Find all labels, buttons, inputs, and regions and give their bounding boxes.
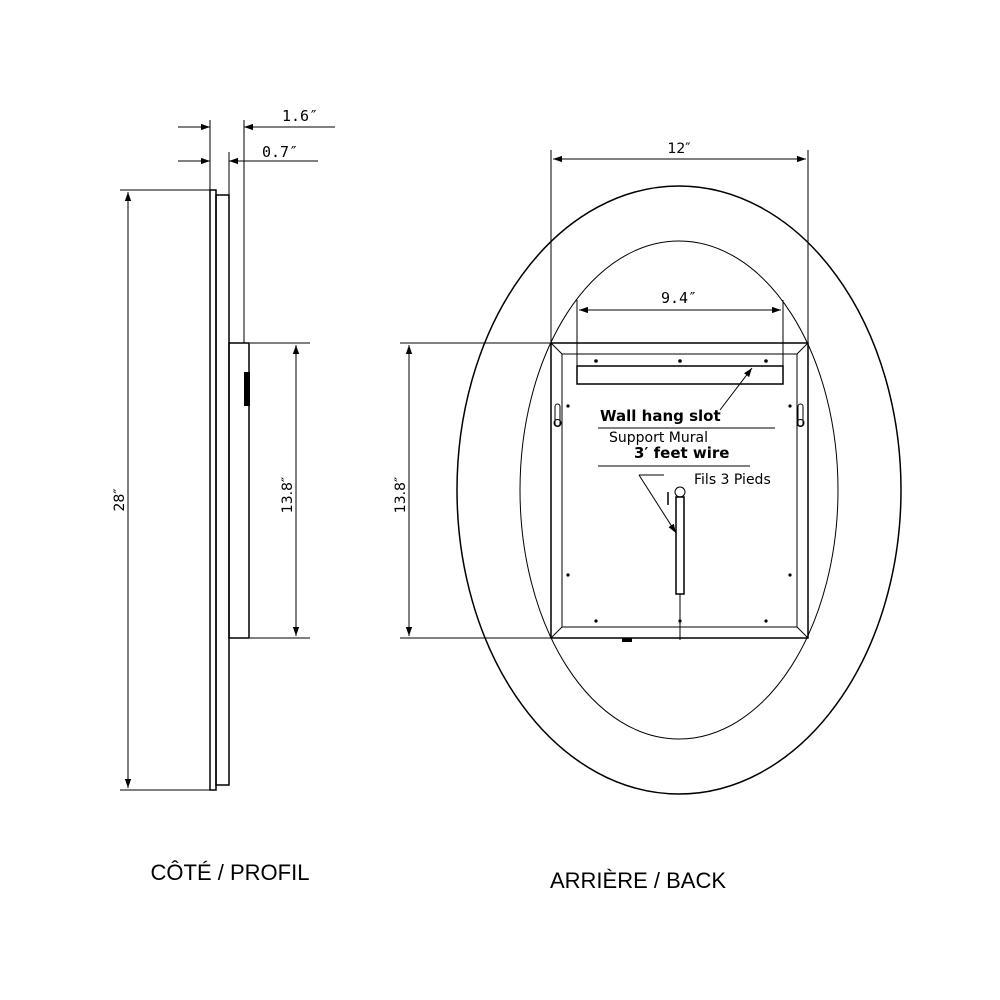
frame-miter: [796, 342, 809, 355]
screw-icon: [566, 573, 570, 577]
frame-foot: [622, 638, 632, 642]
wire-callout-arrow: [638, 474, 677, 534]
slot-callout-arrow: [719, 367, 753, 411]
wire-label-fr: Fils 3 Pieds: [694, 472, 771, 488]
screw-icon: [788, 573, 792, 577]
screw-icon: [764, 359, 768, 363]
hanging-bar: [576, 365, 784, 385]
screw-icon: [594, 359, 598, 363]
dim-height-label: 28″: [112, 488, 128, 511]
side-glass-profile: [209, 189, 217, 791]
screw-icon: [788, 404, 792, 408]
screw-icon: [678, 359, 682, 363]
rear-frame-inner: [561, 353, 798, 628]
dim-back-frame-height-label: 13.8″: [393, 477, 409, 513]
screw-icon: [764, 619, 768, 623]
side-backing-profile: [215, 194, 230, 786]
keyhole-slot-icon: [796, 403, 805, 427]
dim-frame-width-label: 9.4″: [661, 289, 697, 307]
side-view-caption: CÔTÉ / PROFIL: [151, 860, 310, 885]
dim-width-label: 12″: [667, 141, 690, 157]
back-view-caption: ARRIÈRE / BACK: [550, 868, 726, 893]
side-view: 1.6″ 0.7″ 28″ 13.8″ CÔTÉ / PROFIL: [112, 107, 335, 885]
frame-miter: [550, 342, 563, 355]
oval-outer-edge: [456, 185, 902, 795]
wire-label-en: 3′ feet wire: [634, 444, 729, 462]
wire-anchor-icon: [674, 486, 686, 498]
dim-depth-glass-label: 0.7″: [262, 143, 298, 161]
oval-inner-edge: [519, 240, 839, 740]
back-view: Wall hang slot Support Mural 3′ feet wir…: [393, 141, 902, 893]
frame-miter: [550, 626, 563, 639]
dim-depth-total-label: 1.6″: [282, 107, 318, 125]
side-rear-frame: [228, 342, 250, 639]
frame-miter: [796, 626, 809, 639]
screw-icon: [566, 404, 570, 408]
slot-label-fr: Support Mural: [609, 430, 708, 446]
slot-label-en: Wall hang slot: [600, 407, 721, 425]
screw-icon: [594, 619, 598, 623]
side-hanger-bracket: [244, 372, 250, 406]
keyhole-slot-icon: [553, 403, 562, 427]
dim-frame-height-label: 13.8″: [280, 477, 296, 513]
power-wire: [675, 496, 685, 595]
